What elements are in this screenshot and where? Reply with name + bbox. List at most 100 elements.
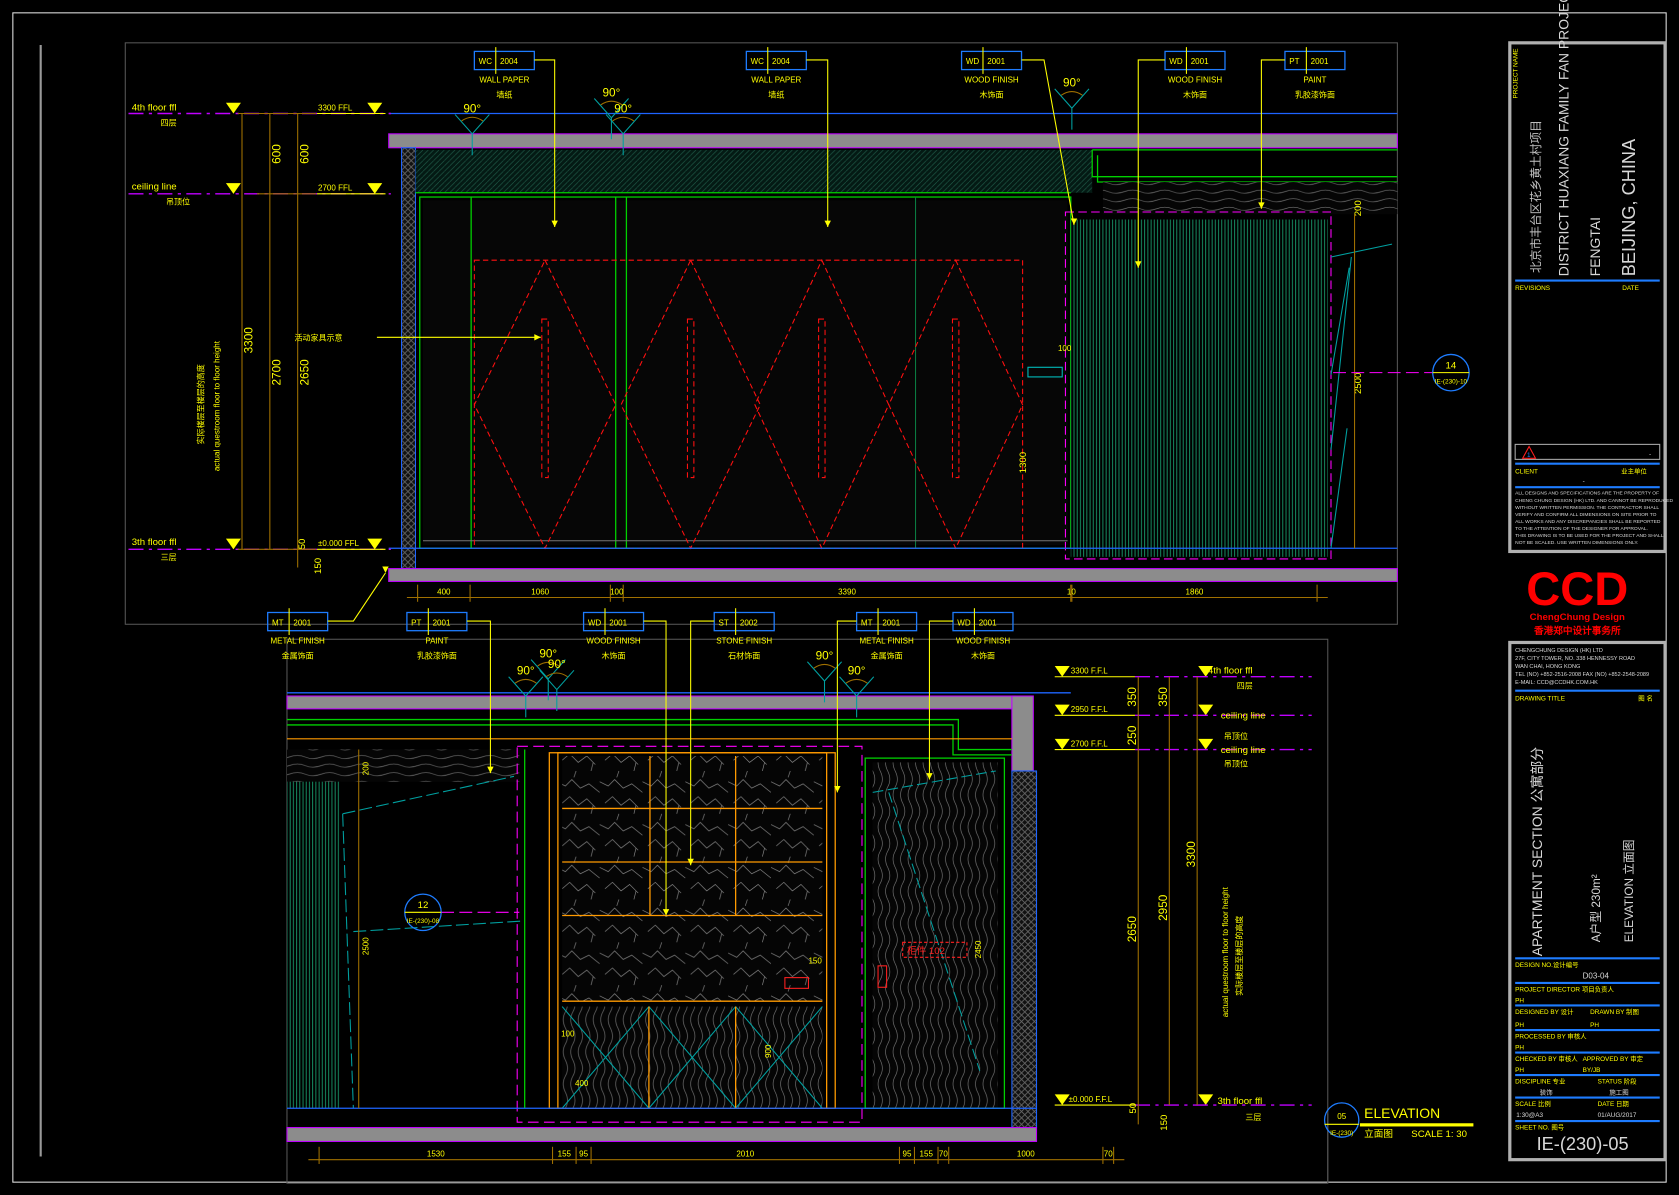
tag-code: MT xyxy=(272,618,284,627)
dimension-text: 350 xyxy=(1126,687,1139,707)
tag-material-cn: 木饰面 xyxy=(602,651,626,661)
sheet-number: IE-(230)-05 xyxy=(1537,1134,1629,1154)
left-wood-panel xyxy=(286,781,341,1109)
level-marker-icon xyxy=(1198,738,1214,750)
angle-annotation: 90° xyxy=(839,665,875,718)
tag-number: 2001 xyxy=(1311,57,1329,66)
section-marker[interactable]: 14 IE-(230)-10 xyxy=(1432,353,1470,392)
processed-by-label: PROCESSED BY 审核人 xyxy=(1515,1032,1587,1041)
dimension-text: 155 xyxy=(558,1149,572,1158)
disclaimer-line: THIS DRAWING IS TO BE USED FOR THE PROJE… xyxy=(1515,533,1664,539)
tag-code: ST xyxy=(719,618,729,627)
tag-code: WD xyxy=(966,57,980,66)
dimension-text: 50 xyxy=(1128,1103,1139,1114)
dimension-text: 2500 xyxy=(1353,373,1364,394)
sheet-border xyxy=(12,12,1667,1183)
tag-material: METAL FINISH xyxy=(271,637,326,646)
tag-material-cn: 金属饰面 xyxy=(282,651,314,661)
leader-line xyxy=(690,620,715,866)
upper-elevation[interactable]: 4th floor ffl 四层 ceiling line 吊顶位 3th fl… xyxy=(124,42,1470,625)
date-label: DATE xyxy=(1622,285,1639,292)
level-label: ceiling line xyxy=(132,182,177,193)
level-marker-icon xyxy=(1198,1094,1214,1106)
elevation-marker[interactable] xyxy=(1323,1102,1360,1138)
level-marker-icon xyxy=(225,183,241,194)
level-marker-icon xyxy=(225,538,241,550)
title-block: PROJECT NAME 北京市丰台区花乡黄土村项目 DISTRICT HUAX… xyxy=(1508,0,1674,1162)
project-director-label: PROJECT DIRECTOR 项目负责人 xyxy=(1515,985,1614,994)
tag-number: 2004 xyxy=(772,57,790,66)
dimension-text: 100 xyxy=(561,1030,575,1039)
tag-material-cn: 木饰面 xyxy=(971,651,995,661)
designed-by: PH xyxy=(1515,1022,1524,1029)
elevation-value: ±0.000 FFL xyxy=(318,539,359,548)
height-note: actual questroom floor to floor height xyxy=(1221,886,1230,1017)
elevation-title: 05 IE-(230) ELEVATION 立面图 SCALE 1: 30 xyxy=(1323,1102,1474,1140)
leader-line xyxy=(836,620,857,793)
sheet-no-label: SHEET NO. 图号 xyxy=(1515,1124,1564,1132)
leader-arrow-icon xyxy=(382,566,389,573)
section-marker-number: 14 xyxy=(1446,360,1457,371)
project-director: PH xyxy=(1515,997,1524,1004)
scale-value: 1:30@A3 xyxy=(1516,1112,1543,1119)
dimension-text: 2500 xyxy=(361,937,370,955)
project-city: FENGTAI xyxy=(1587,217,1603,276)
section-marker[interactable]: 12 IE-(230)-08 xyxy=(404,893,442,932)
tag-number: 2001 xyxy=(987,57,1005,66)
handle-outline xyxy=(541,318,549,479)
level-label-cn: 四层 xyxy=(161,118,177,127)
approved-by-label: APPROVED BY 审定 xyxy=(1583,1054,1644,1063)
upper-viewport-frame[interactable] xyxy=(124,42,1398,625)
dimension-text: 900 xyxy=(764,1044,773,1058)
company-line: WAN CHAI, HONG KONG xyxy=(1515,664,1580,670)
angle-annotation: 90° xyxy=(605,102,641,156)
leader-line xyxy=(806,59,829,228)
angle-annotation: 90° xyxy=(1054,77,1090,130)
dimension-text: 200 xyxy=(361,761,370,775)
dimension-text: 100 xyxy=(1058,344,1072,353)
dimension-text: 10 xyxy=(1067,587,1076,596)
elevation-title-text: ELEVATION xyxy=(1364,1105,1440,1121)
tag-material-cn: 墙纸 xyxy=(496,89,512,99)
angle-annotation: 90° xyxy=(530,647,566,701)
project-name-en: DISTRICT HUAXIANG FAMILY FAN PROJECT xyxy=(1556,0,1572,276)
drawn-by-label: DRAWN BY 制图 xyxy=(1590,1007,1639,1016)
angle-text: 90° xyxy=(463,102,481,115)
lower-elevation[interactable]: 200 2500 150 100 400 900 2450 柜件 102 12 … xyxy=(267,566,1329,1184)
level-label: 4th floor ffl xyxy=(132,102,177,113)
tag-code: WD xyxy=(1169,57,1183,66)
leader-line xyxy=(1021,59,1075,225)
angle-text: 90° xyxy=(517,665,535,678)
status-label: STATUS 阶段 xyxy=(1598,1077,1638,1086)
tag-material: WALL PAPER xyxy=(479,75,529,84)
cabinet-outline xyxy=(516,745,863,1123)
level-label-cn: 三层 xyxy=(161,553,177,562)
tag-material: PAINT xyxy=(425,637,448,646)
elevation-value: 2950 F.F.L xyxy=(1071,705,1109,714)
tag-number: 2001 xyxy=(1191,57,1209,66)
tag-code: MT xyxy=(861,618,873,627)
dimension-text: 2650 xyxy=(298,359,311,386)
angle-annotation: 90° xyxy=(539,658,575,712)
tag-material-cn: 墙纸 xyxy=(768,89,784,99)
level-marker-icon xyxy=(1054,1094,1070,1106)
designed-by-label: DESIGNED BY 设计 xyxy=(1515,1007,1574,1016)
elevation-value: 3300 F.F.L xyxy=(1071,667,1109,676)
section-marker-number: 12 xyxy=(418,900,429,911)
disclaimer-line: ALL DESIGNS AND SPECIFICATIONS ARE THE P… xyxy=(1515,491,1659,497)
discipline-label: DISCIPLINE 专业 xyxy=(1515,1077,1566,1086)
tag-number: 2001 xyxy=(609,618,627,627)
leader-arrow-icon xyxy=(551,220,558,228)
